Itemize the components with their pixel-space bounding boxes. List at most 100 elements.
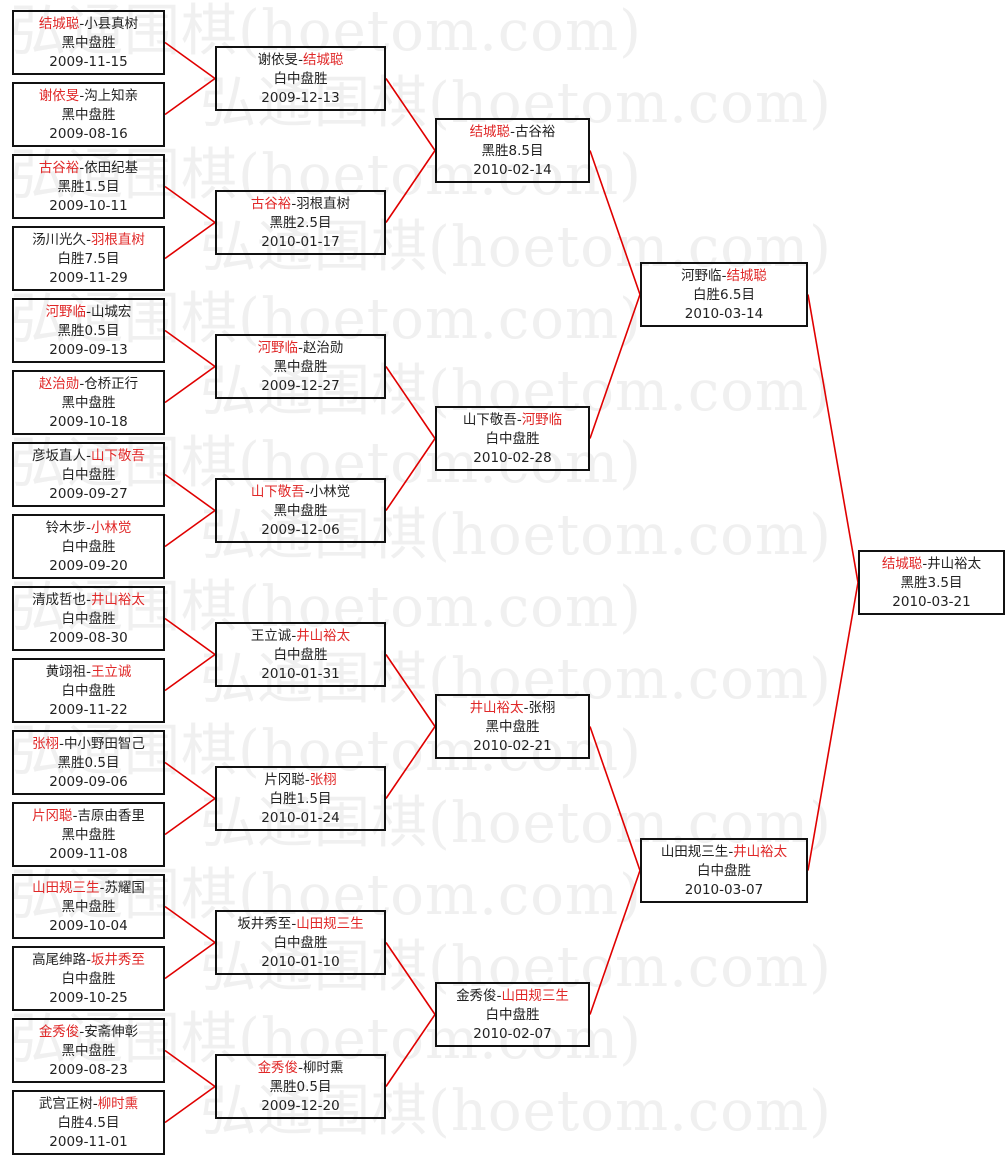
player-name: 谢依旻 — [257, 52, 299, 68]
match-box: 山田规三生-苏耀国黑中盘胜 2009-10-04 — [12, 874, 165, 939]
winner-name: 小林觉 — [90, 520, 132, 536]
match-result: 黑中盘胜 — [61, 395, 116, 411]
players-separator: - — [92, 1096, 98, 1112]
player-name: 王立诚 — [250, 628, 292, 644]
match-result: 白胜6.5目 — [693, 287, 755, 303]
match-date: 2009-09-06 — [49, 774, 128, 790]
bracket-connector — [385, 942, 436, 1015]
player-name: 金秀俊 — [456, 988, 497, 1004]
winner-name: 谢依旻 — [38, 88, 80, 104]
bracket-connector — [385, 366, 436, 439]
match-date: 2010-03-07 — [684, 882, 764, 898]
match-players: 金秀俊-山田规三生 — [437, 987, 588, 1006]
match-result: 黑中盘胜 — [61, 899, 116, 915]
players-separator: - — [79, 160, 85, 176]
player-name: 古谷裕 — [514, 124, 556, 140]
bracket-connector — [164, 653, 216, 692]
match-players: 片冈聪-吉原由香里 — [14, 807, 163, 826]
players-separator: - — [298, 1060, 303, 1076]
bracket-connector — [164, 509, 216, 548]
winner-name: 羽根直树 — [90, 232, 145, 248]
match-date: 2009-10-11 — [49, 198, 128, 214]
match-date: 2009-10-18 — [49, 414, 128, 430]
match-players: 河野临-结城聪 — [642, 267, 806, 286]
players-separator: - — [291, 916, 297, 932]
bracket-connector — [385, 150, 436, 223]
winner-name: 山下敬吾 — [250, 484, 305, 500]
player-name: 武宫正树 — [38, 1096, 93, 1112]
match-result: 黑中盘胜 — [61, 107, 116, 123]
match-result: 白中盘胜 — [485, 431, 540, 447]
bracket-connector — [164, 185, 216, 224]
match-players: 河野临-赵治勋 — [217, 339, 384, 358]
match-result: 白中盘胜 — [61, 467, 116, 483]
player-name: 安斋伸彰 — [84, 1024, 139, 1040]
match-date: 2009-11-01 — [49, 1134, 128, 1150]
match-players: 张栩-中小野田智己 — [14, 735, 163, 754]
match-date: 2009-09-13 — [49, 342, 128, 358]
bracket-connector — [385, 1014, 436, 1087]
players-separator: - — [291, 628, 297, 644]
bracket-connector — [164, 1085, 216, 1124]
match-players: 山田规三生-苏耀国 — [14, 879, 163, 898]
match-result: 黑胜0.5目 — [269, 1079, 332, 1095]
players-separator: - — [510, 124, 515, 140]
match-players: 井山裕太-张栩 — [437, 699, 588, 718]
match-result: 黑中盘胜 — [485, 719, 540, 735]
winner-name: 山下敬吾 — [90, 448, 145, 464]
match-players: 山田规三生-井山裕太 — [642, 843, 806, 862]
players-separator: - — [79, 16, 85, 32]
match-result: 白中盘胜 — [697, 863, 751, 879]
match-date: 2010-03-14 — [684, 306, 764, 322]
player-name: 羽根直树 — [296, 196, 351, 212]
match-result: 黑中盘胜 — [61, 35, 116, 51]
player-name: 坂井秀至 — [237, 916, 292, 932]
winner-name: 结城聪 — [38, 16, 80, 32]
winner-name: 结城聪 — [726, 268, 767, 284]
match-players: 谢依旻-结城聪 — [217, 51, 384, 70]
match-date: 2009-10-04 — [49, 918, 128, 934]
match-date: 2010-02-07 — [473, 1026, 552, 1042]
match-box: 金秀俊-安斋伸彰黑中盘胜 2009-08-23 — [12, 1018, 165, 1083]
match-result: 白中盘胜 — [61, 971, 116, 987]
winner-name: 坂井秀至 — [90, 952, 145, 968]
match-players: 武宫正树-柳时熏 — [14, 1095, 163, 1114]
player-name: 吉原由香里 — [77, 808, 145, 824]
match-players: 铃木步-小林觉 — [14, 519, 163, 538]
players-separator: - — [86, 664, 91, 680]
match-date: 2009-08-23 — [49, 1062, 128, 1078]
winner-name: 古谷裕 — [38, 160, 80, 176]
player-name: 赵治勋 — [302, 340, 344, 356]
players-separator: - — [304, 772, 310, 788]
match-date: 2010-02-28 — [473, 450, 552, 466]
match-date: 2009-10-25 — [49, 990, 128, 1006]
bracket-connector — [164, 1049, 216, 1088]
match-date: 2010-01-24 — [261, 810, 340, 826]
bracket-connector — [164, 77, 216, 116]
bracket-connector — [589, 294, 641, 439]
players-separator: - — [79, 88, 85, 104]
bracket-connector — [807, 294, 859, 583]
bracket-connector — [807, 582, 859, 871]
players-separator: - — [298, 340, 303, 356]
player-name: 井山裕太 — [927, 556, 982, 572]
players-separator: - — [721, 268, 727, 284]
match-players: 金秀俊-安斋伸彰 — [14, 1023, 163, 1042]
player-name: 依田纪基 — [84, 160, 139, 176]
match-result: 白中盘胜 — [485, 1007, 540, 1023]
match-result: 黑中盘胜 — [61, 1043, 116, 1059]
winner-name: 山田规三生 — [32, 880, 100, 896]
player-name: 清成哲也 — [32, 592, 87, 608]
match-result: 白中盘胜 — [61, 611, 116, 627]
match-result: 黑中盘胜 — [61, 827, 116, 843]
bracket-connector — [164, 473, 216, 512]
